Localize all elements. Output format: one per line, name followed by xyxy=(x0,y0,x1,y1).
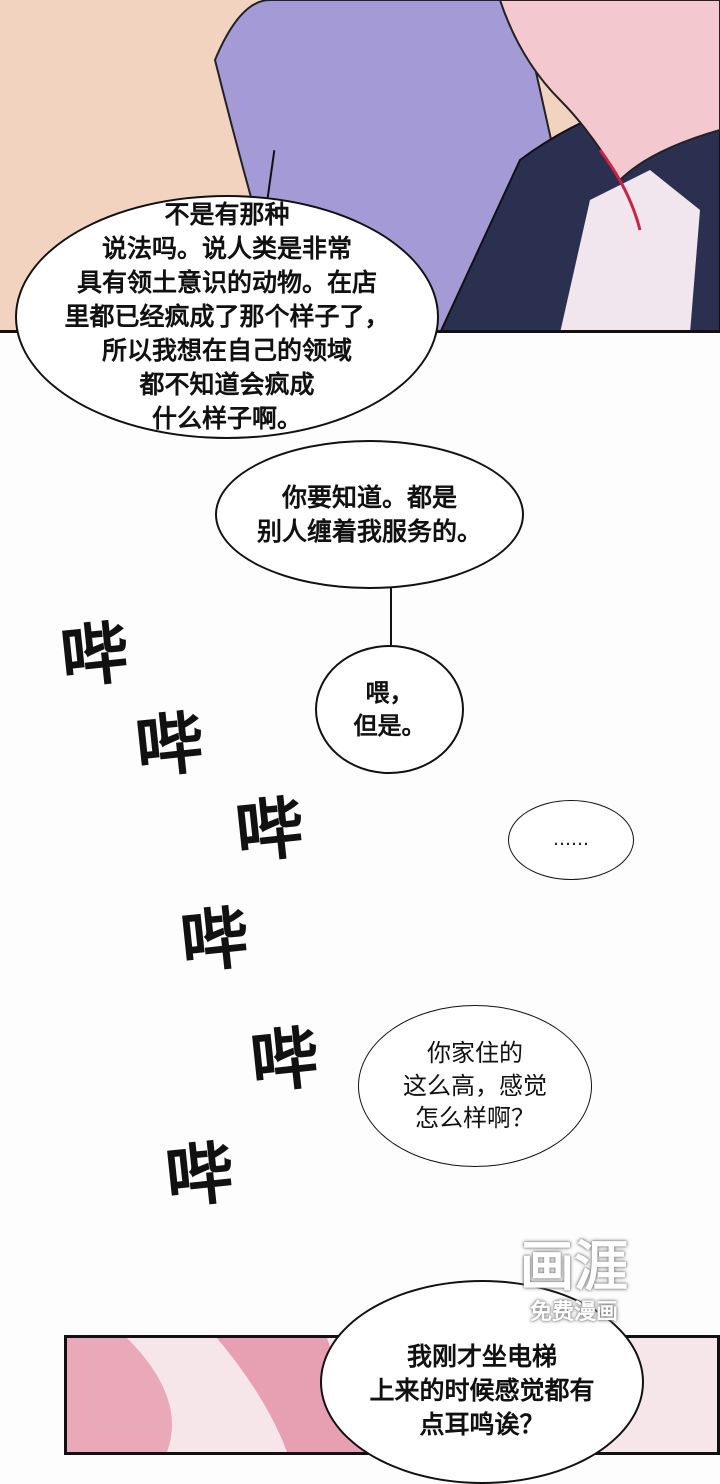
speech-bubble-5: 你家住的 这么高，感觉 怎么样啊？ xyxy=(358,1005,592,1167)
speech-bubble-1: 不是有那种 说法吗。说人类是非常 具有领土意识的动物。在店 里都已经疯成了那个样… xyxy=(15,195,439,439)
sound-effect: 哔 xyxy=(131,703,208,790)
sound-effect: 哔 xyxy=(246,1018,323,1105)
sound-effect: 哔 xyxy=(161,1133,238,1220)
watermark-logo: 画涯 xyxy=(520,1235,628,1298)
bubble-text: 你家住的 这么高，感觉 怎么样啊？ xyxy=(403,1039,547,1133)
watermark-tagline: 免费漫画 xyxy=(529,1300,618,1325)
bubble-tail xyxy=(390,580,392,645)
bubble-text: 不是有那种 说法吗。说人类是非常 具有领土意识的动物。在店 里都已经疯成了那个样… xyxy=(64,200,390,433)
speech-bubble-3: 喂， 但是。 xyxy=(315,645,464,774)
bubble-text: 我刚才坐电梯 上来的时候感觉都有 点耳鸣诶？ xyxy=(369,1342,595,1439)
sound-effect: 哔 xyxy=(56,613,133,700)
sound-effect: 哔 xyxy=(231,788,308,875)
watermark: 画涯 免费漫画 xyxy=(520,1240,628,1326)
bubble-text: …… xyxy=(553,828,589,850)
bubble-text: 你要知道。都是 别人缠着我服务的。 xyxy=(256,482,482,546)
sound-effect: 哔 xyxy=(176,898,253,985)
speech-bubble-2: 你要知道。都是 别人缠着我服务的。 xyxy=(215,440,524,589)
bubble-text: 喂， 但是。 xyxy=(353,678,426,740)
speech-bubble-4: …… xyxy=(508,800,634,880)
